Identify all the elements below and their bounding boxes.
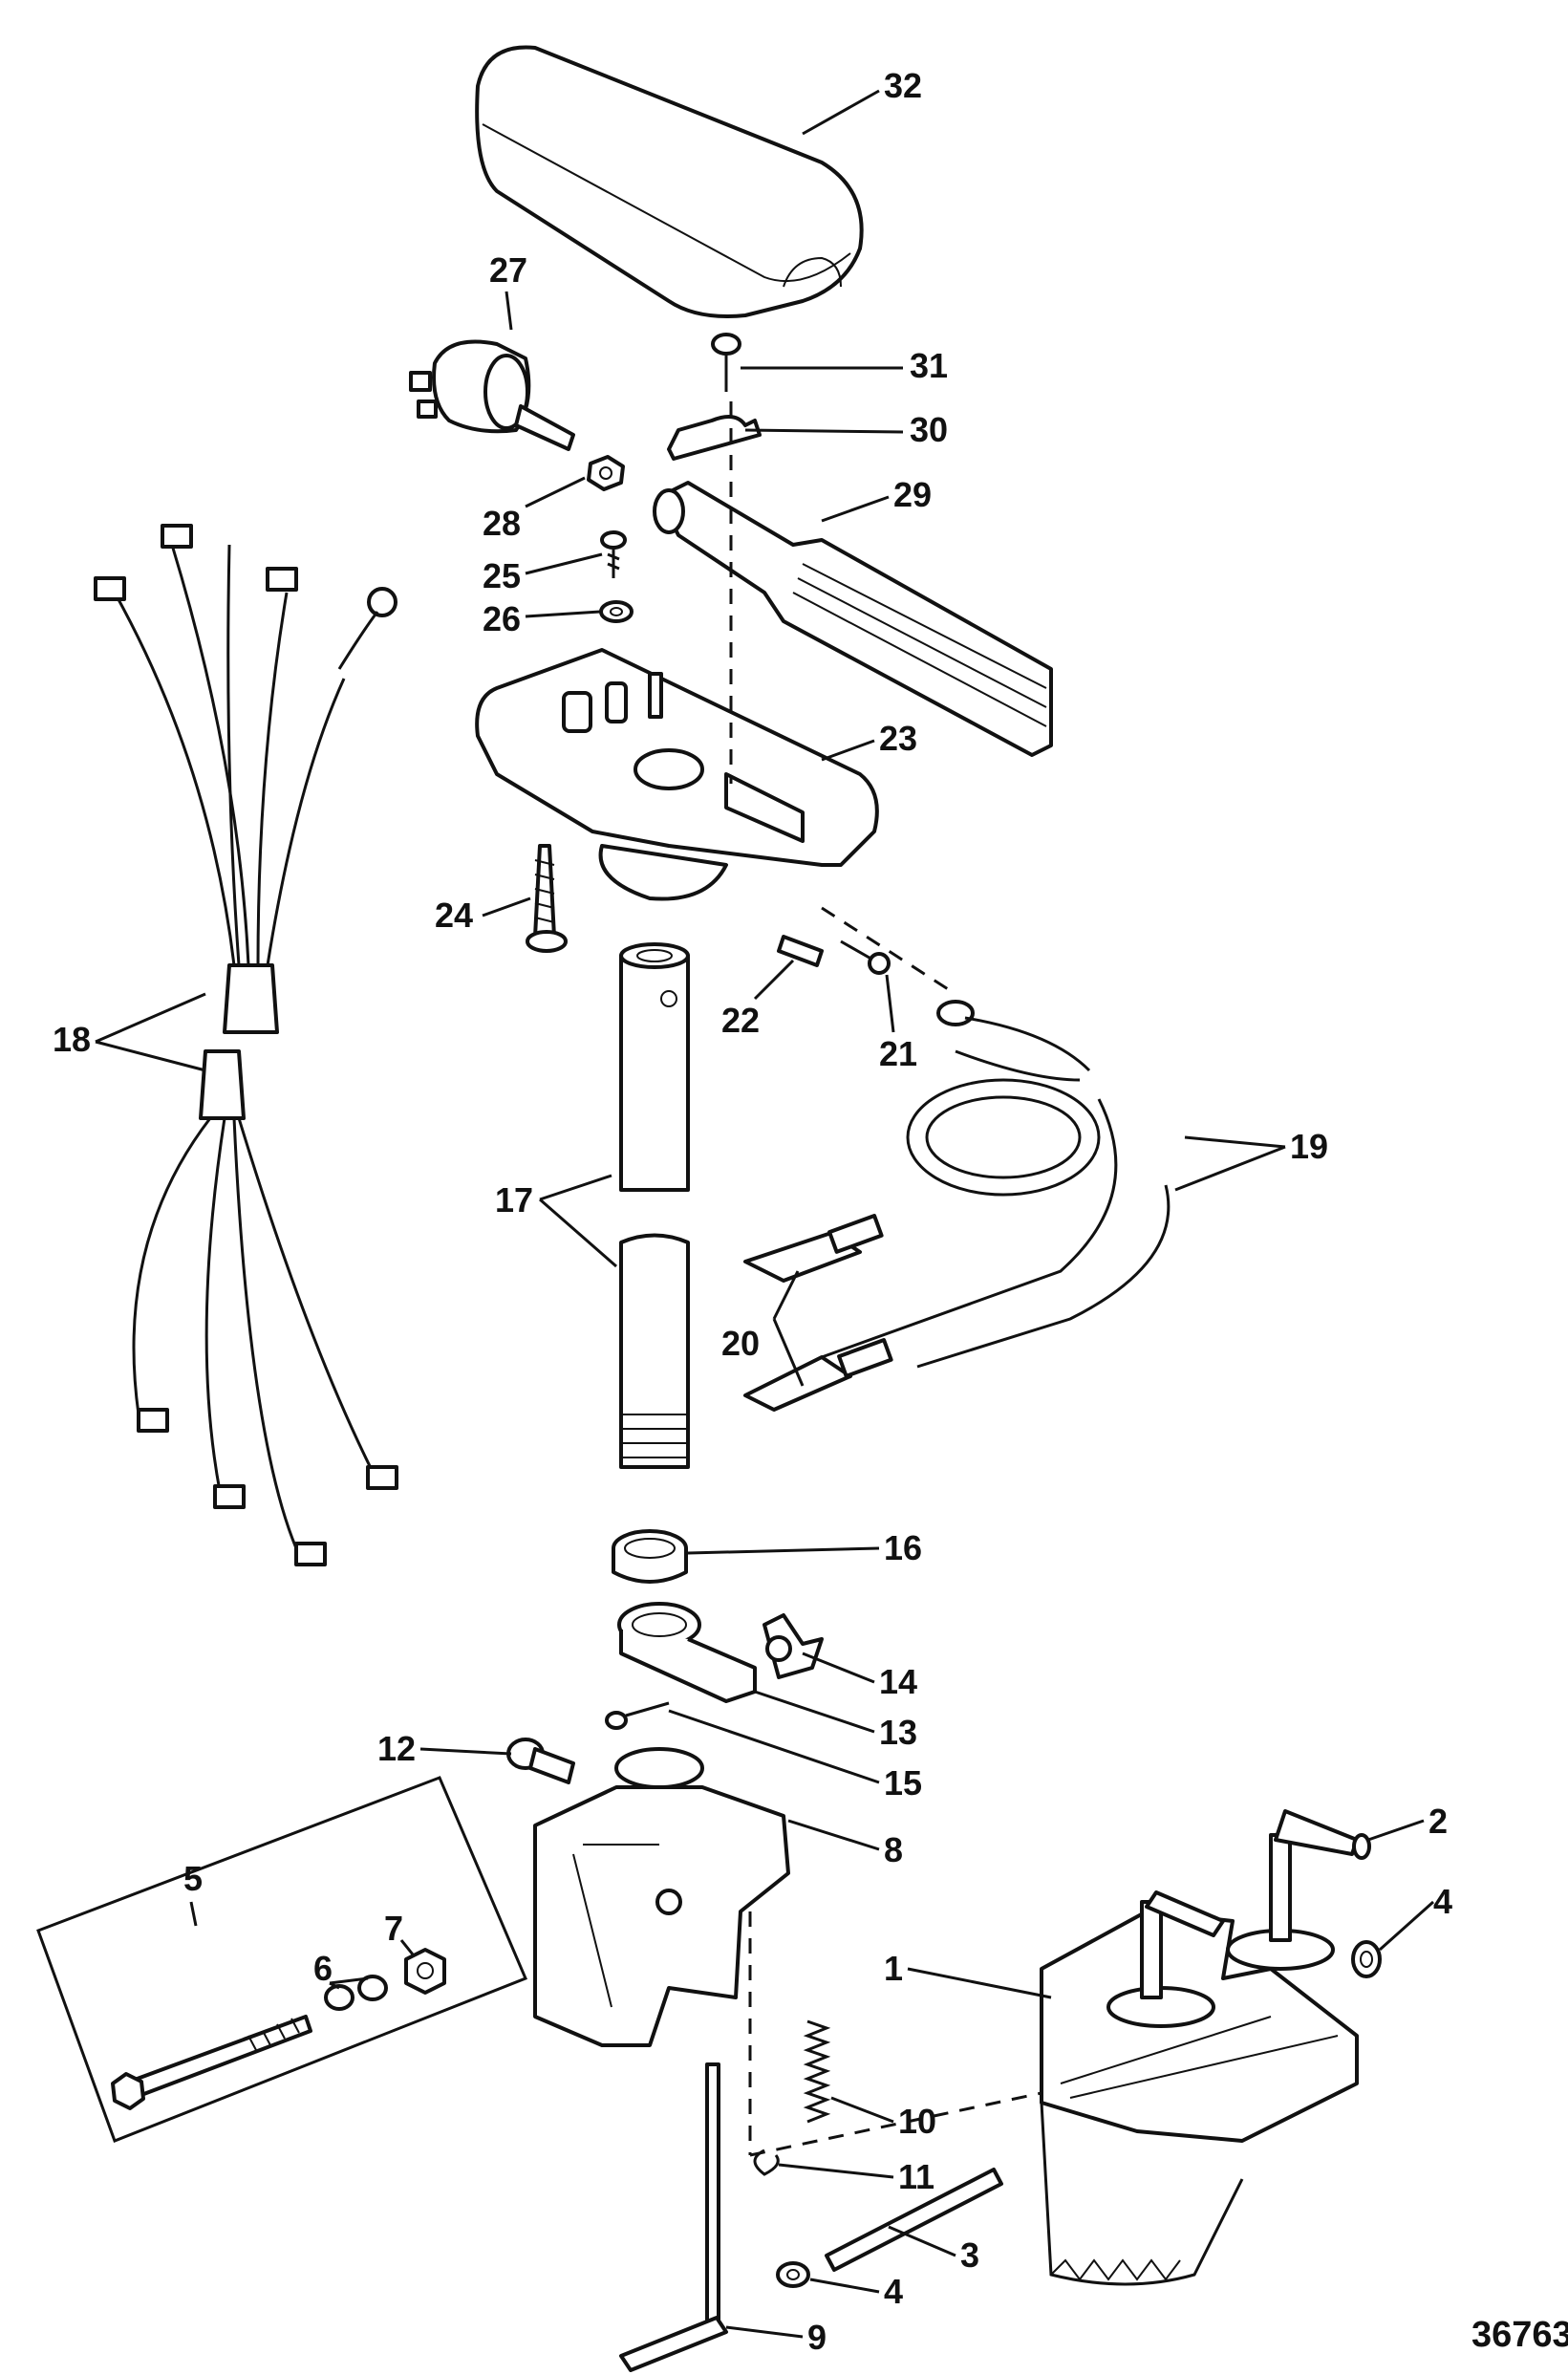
part-25-screw [600,530,627,578]
callout-21: 21 [879,1034,917,1073]
callout-11: 11 [898,2157,934,2196]
callout-31: 31 [910,346,948,385]
part-28-nut [587,455,625,491]
part-9-t-handle [619,2062,728,2372]
part-14-knob [763,1613,824,1679]
part-16-bushing [612,1529,688,1584]
callout-22: 22 [721,1001,760,1040]
part-19-battery-cable [821,1000,1171,1369]
part-18-wiring-harness [94,524,398,1566]
callout-1: 1 [884,1949,903,1988]
part-26-washer [599,600,634,623]
part-8-swivel-bracket [533,1747,790,2047]
callout-8: 8 [884,1830,903,1869]
alignment-lines [729,401,1042,2157]
callout-17: 17 [495,1180,533,1220]
callout-12: 12 [377,1729,416,1768]
callout-30: 30 [910,410,948,449]
part-2-clamp-screws [1140,1809,1371,1999]
callout-2: 2 [1428,1802,1448,1841]
part-24-screw [526,844,568,953]
callout-24: 24 [435,896,473,935]
callout-23: 23 [879,719,917,758]
callout-20: 20 [721,1324,760,1363]
part-17-shaft-tube [619,942,690,1469]
callout-26: 26 [483,599,521,638]
callout-28: 28 [483,504,521,543]
part-15-screw [605,1701,670,1730]
part-21-screw [840,939,891,975]
part-20-battery-clips [743,1214,893,1412]
part-13-collar-clamp [617,1602,757,1703]
callout-6: 6 [313,1949,333,1988]
part-12-bolt [506,1738,575,1784]
part-3-pin [825,2168,1003,2272]
callout-14: 14 [879,1662,917,1701]
callout-5: 5 [183,1859,203,1898]
callout-16: 16 [884,1528,922,1567]
callout-10: 10 [898,2102,936,2141]
callout-9: 9 [807,2318,827,2357]
part-31-screw [711,333,741,392]
callout-4a: 4 [1433,1882,1452,1921]
callout-3: 3 [960,2235,979,2275]
part-32-top-cover [475,45,864,318]
callout-labels: 32 27 31 30 29 28 25 26 23 24 22 21 18 1… [53,66,1452,2357]
callout-19: 19 [1290,1127,1328,1166]
callout-27: 27 [489,250,527,290]
callout-13: 13 [879,1713,917,1752]
part-10-spring [803,2019,831,2124]
part-11-clip [753,2148,780,2176]
callout-32: 32 [884,66,922,105]
part-22-pin [777,935,824,967]
callout-15: 15 [884,1763,922,1803]
part-5-hardware-kit [36,1776,527,2143]
figure-number: 36763 [1471,2315,1568,2355]
part-4-washer-top [1351,1940,1382,1978]
leader-lines [95,89,1434,2339]
part-4-washer-bottom [776,2261,810,2288]
part-23-control-housing [475,648,879,901]
part-1-clamp-bracket [1040,1910,1359,2286]
callout-25: 25 [483,556,521,595]
part-29-tiller-handle [653,481,1053,757]
part-30-strap [667,415,762,461]
callout-18: 18 [53,1020,91,1059]
callout-29: 29 [893,475,932,514]
callout-4b: 4 [884,2272,903,2311]
part-27-speed-switch [409,339,575,451]
callout-7: 7 [384,1909,403,1948]
